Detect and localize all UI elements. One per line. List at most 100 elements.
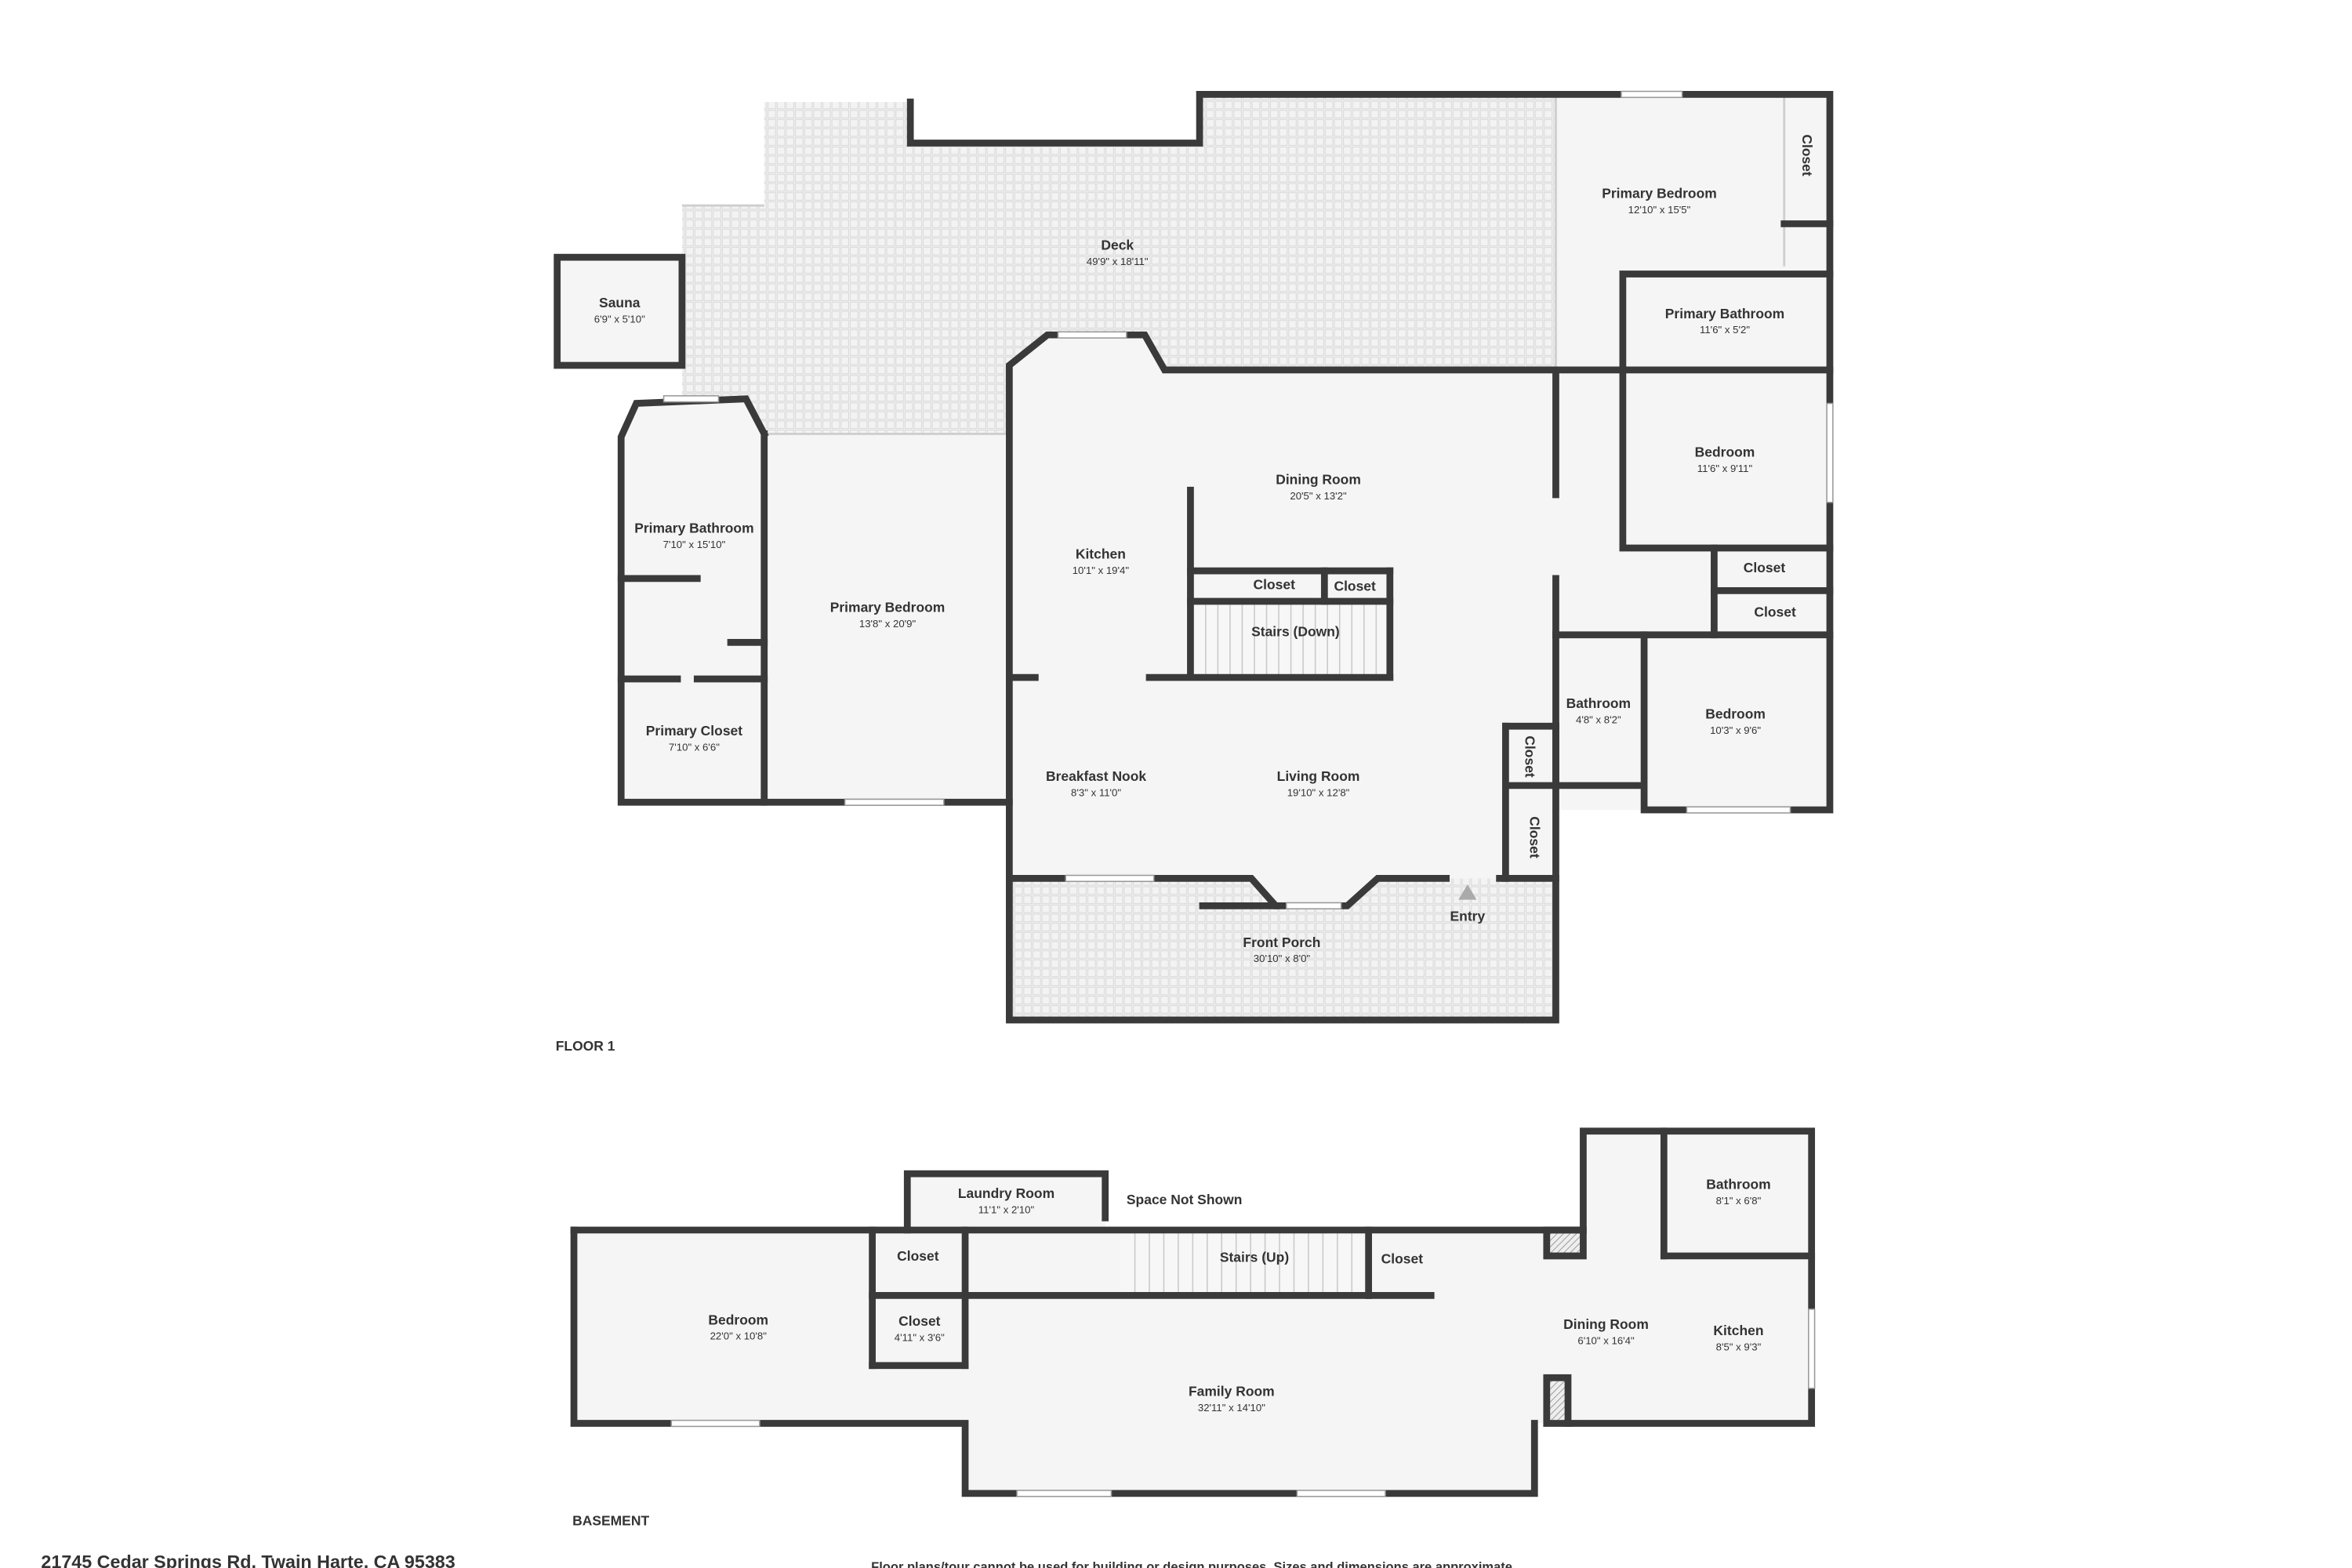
- room-name: Bedroom: [708, 1312, 768, 1327]
- room-name: Breakfast Nook: [1046, 768, 1146, 784]
- room-name: Bathroom: [1706, 1177, 1771, 1192]
- room-dimensions: 6'10" x 16'4": [1577, 1335, 1635, 1347]
- room-name: Closet: [1799, 134, 1815, 176]
- stairs-down: [1193, 604, 1387, 675]
- room-label: Closet: [1381, 1251, 1424, 1267]
- room-dimensions: 11'6" x 5'2": [1700, 324, 1750, 336]
- chimney: [1546, 1377, 1568, 1424]
- room-name: Closet: [1754, 604, 1796, 619]
- room-name: Kitchen: [1076, 546, 1126, 562]
- room-dimensions: 30'10" x 8'0": [1254, 953, 1311, 964]
- room-name: Primary Bedroom: [1602, 185, 1717, 201]
- room-dimensions: 12'10" x 15'5": [1628, 204, 1691, 216]
- room-label: Primary Bedroom 13'8" x 20'9": [830, 600, 946, 630]
- room-name: Primary Bedroom: [830, 600, 946, 615]
- room-label: Primary Bedroom 12'10" x 15'5": [1602, 185, 1717, 215]
- room-dimensions: 11'1" x 2'10": [978, 1204, 1035, 1216]
- room-label: Entry: [1450, 909, 1486, 924]
- room-label: Closet: [1744, 560, 1786, 575]
- room-name: Living Room: [1277, 768, 1360, 784]
- chimney: [1546, 1229, 1584, 1256]
- room-dimensions: 19'10" x 12'8": [1287, 787, 1350, 799]
- room-name: Stairs (Up): [1220, 1250, 1289, 1265]
- room-name: Primary Bathroom: [1665, 306, 1784, 321]
- floor-1-windows: [662, 90, 1834, 909]
- room-name: Closet: [1526, 816, 1542, 858]
- room-dimensions: 32'11" x 14'10": [1198, 1402, 1265, 1414]
- room-dimensions: 20'5" x 13'2": [1290, 490, 1347, 502]
- room-name: Closet: [1744, 560, 1786, 575]
- stairs-area: [1193, 604, 1387, 675]
- room-label: Closet: [1799, 134, 1815, 176]
- room-name: Primary Closet: [646, 723, 742, 739]
- room-label: Deck 49'9" x 18'11": [1087, 237, 1149, 267]
- room-name: Closet: [1334, 578, 1376, 593]
- room-label: Closet: [1523, 735, 1538, 778]
- entry-arrow-icon: [1458, 884, 1477, 900]
- room-name: Dining Room: [1563, 1316, 1649, 1332]
- property-address: 21745 Cedar Springs Rd, Twain Harte, CA …: [41, 1552, 455, 1568]
- room-label: Closet: [1254, 576, 1296, 592]
- floor-1: [554, 90, 1834, 1024]
- basement-walls: [570, 1127, 1816, 1497]
- room-label: Closet 4'11" x 3'6": [895, 1313, 945, 1343]
- room-name: Deck: [1101, 237, 1134, 252]
- room-name: Kitchen: [1713, 1323, 1763, 1338]
- room-dimensions: 22'0" x 10'8": [710, 1330, 768, 1342]
- room-dimensions: 7'10" x 6'6": [669, 741, 720, 753]
- room-label: Closet: [1754, 604, 1796, 619]
- room-name: Closet: [897, 1248, 939, 1264]
- room-label: Primary Closet 7'10" x 6'6": [646, 723, 742, 753]
- floor-1-walls: [554, 91, 1834, 1024]
- room-label: Bedroom 22'0" x 10'8": [708, 1312, 768, 1341]
- room-name: Laundry Room: [958, 1185, 1054, 1201]
- room-dimensions: 8'5" x 9'3": [1716, 1341, 1762, 1352]
- room-dimensions: 8'1" x 6'8": [1716, 1195, 1762, 1207]
- room-name: Sauna: [599, 295, 641, 310]
- room-label: Closet: [1334, 578, 1376, 593]
- room-label: Bedroom 11'6" x 9'11": [1695, 445, 1755, 474]
- room-name: Front Porch: [1243, 935, 1320, 950]
- room-label: Living Room 19'10" x 12'8": [1277, 768, 1360, 798]
- floor-label: FLOOR 1: [556, 1038, 615, 1054]
- room-label: Stairs (Down): [1251, 624, 1340, 640]
- room-label: Bathroom 8'1" x 6'8": [1706, 1177, 1771, 1207]
- room-dimensions: 4'8" x 8'2": [1576, 713, 1621, 725]
- room-name: Closet: [898, 1313, 941, 1329]
- room-name: Closet: [1523, 735, 1538, 778]
- floor-label: BASEMENT: [572, 1513, 649, 1529]
- room-dimensions: 11'6" x 9'11": [1697, 463, 1753, 474]
- room-name: Bedroom: [1695, 445, 1755, 460]
- disclaimer: Floor plans/tour cannot be used for buil…: [871, 1560, 1515, 1568]
- room-label: Dining Room 20'5" x 13'2": [1276, 471, 1361, 501]
- room-dimensions: 13'8" x 20'9": [859, 618, 916, 630]
- room-label: Kitchen 8'5" x 9'3": [1713, 1323, 1763, 1352]
- room-name: Stairs (Down): [1251, 624, 1340, 640]
- room-dimensions: 49'9" x 18'11": [1087, 256, 1149, 267]
- room-label: Front Porch 30'10" x 8'0": [1243, 935, 1320, 964]
- room-name: Closet: [1381, 1251, 1424, 1267]
- room-label: Stairs (Up): [1220, 1250, 1289, 1265]
- room-label: Closet: [897, 1248, 939, 1264]
- room-name: Dining Room: [1276, 471, 1361, 487]
- room-label: Primary Bathroom 11'6" x 5'2": [1665, 306, 1784, 336]
- room-label: Kitchen 10'1" x 19'4": [1073, 546, 1130, 576]
- room-dimensions: 7'10" x 15'10": [663, 539, 726, 550]
- deck-area: [681, 97, 1556, 434]
- room-dimensions: 10'1" x 19'4": [1073, 564, 1130, 576]
- room-name: Closet: [1254, 576, 1296, 592]
- room-name: Entry: [1450, 909, 1486, 924]
- room-label: Closet: [1526, 816, 1542, 858]
- room-label: Dining Room 6'10" x 16'4": [1563, 1316, 1649, 1346]
- room-name: Bedroom: [1705, 706, 1766, 722]
- room-name: Space Not Shown: [1127, 1192, 1243, 1207]
- stairs-up: [1120, 1232, 1366, 1293]
- room-name: Bathroom: [1566, 695, 1632, 711]
- room-dimensions: 4'11" x 3'6": [895, 1332, 945, 1344]
